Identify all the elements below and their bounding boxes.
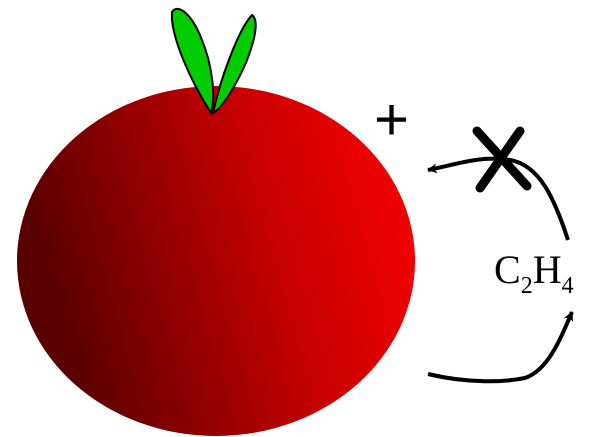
ethylene-formula: C2H4	[494, 247, 574, 299]
emission-arrow-icon	[427, 311, 574, 384]
formula-hydrogen: H	[533, 247, 562, 292]
cross-icon	[472, 126, 532, 193]
formula-hydrogen-subscript: 4	[562, 273, 574, 299]
plus-symbol: +	[374, 86, 409, 153]
tomato-icon	[17, 86, 415, 436]
formula-carbon-subscript: 2	[521, 273, 533, 299]
formula-carbon: C	[494, 247, 521, 292]
leaf-icon	[170, 7, 257, 116]
blocked-feedback-arrow-icon	[427, 156, 570, 241]
